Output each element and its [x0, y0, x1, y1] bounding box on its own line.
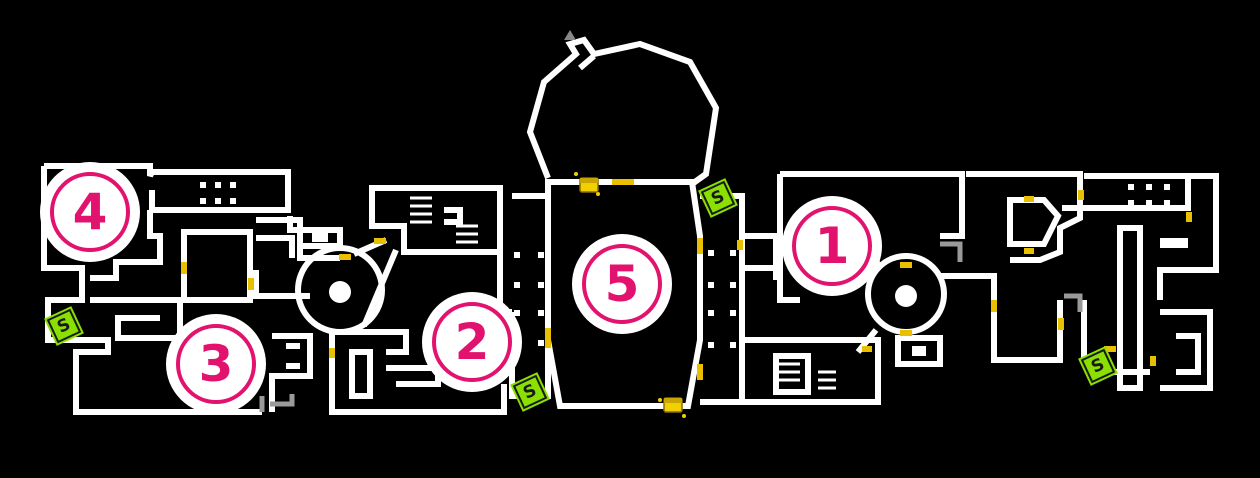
save-point-icon[interactable]: S [44, 306, 84, 346]
area-marker-5[interactable]: 5 [572, 234, 672, 334]
treasure-chest-icon[interactable] [574, 172, 600, 196]
area-marker-label: 5 [605, 255, 640, 313]
treasure-chest-icon[interactable] [658, 397, 686, 418]
area-marker-label: 1 [815, 217, 850, 275]
doors [181, 179, 1192, 380]
save-point-icon[interactable]: S [1078, 346, 1118, 386]
exit-arrow-icon [564, 30, 576, 40]
area-marker-4[interactable]: 4 [40, 162, 140, 262]
save-point-icon[interactable]: S [510, 372, 550, 412]
area-marker-2[interactable]: 2 [422, 292, 522, 392]
area-marker-label: 2 [455, 313, 490, 371]
center-tower-walls [526, 36, 720, 409]
area-marker-1[interactable]: 1 [782, 196, 882, 296]
save-point-icon[interactable]: S [698, 178, 738, 218]
right-wing-walls [700, 171, 1219, 405]
area-marker-label: 3 [199, 335, 234, 393]
area-marker-3[interactable]: 3 [166, 314, 266, 414]
area-marker-label: 4 [73, 183, 108, 241]
